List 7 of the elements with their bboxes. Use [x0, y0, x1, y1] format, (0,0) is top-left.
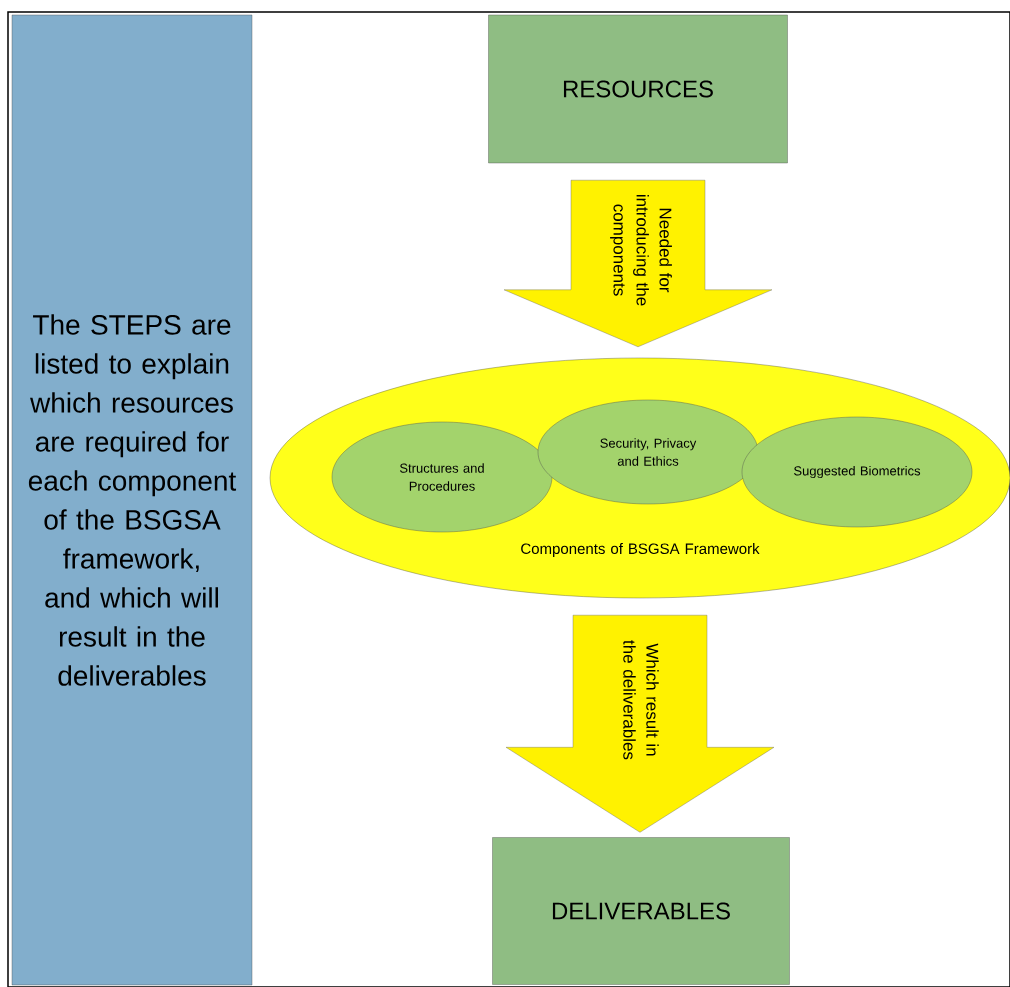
block-arrow [503, 180, 773, 347]
block-arrow [505, 615, 775, 833]
side-panel: The STEPS are listed to explain which resources are required for each component of the BSGSA framework, and which will result in the deliverables [11, 14, 253, 986]
arrow-label: Which result in the deliverables [623, 640, 659, 760]
resource-box: RESOURCES [488, 14, 788, 164]
deliverable-box: DELIVERABLES [492, 837, 790, 985]
arrow-label: Needed for introducing the components [610, 194, 672, 306]
